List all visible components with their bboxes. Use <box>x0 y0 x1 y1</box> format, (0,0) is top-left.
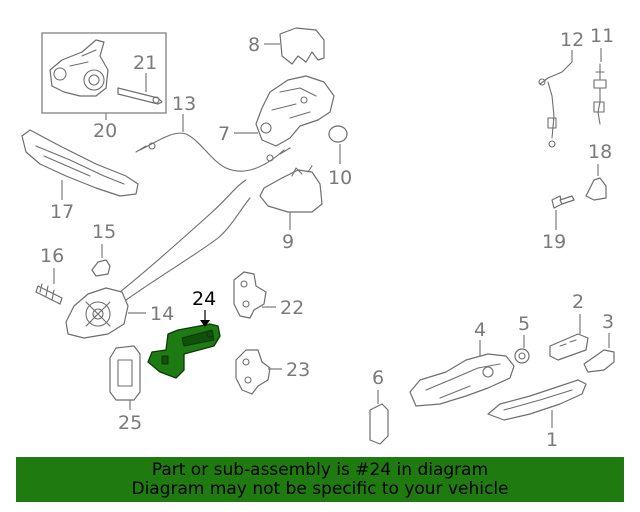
callout-13: 13 <box>172 93 196 115</box>
part-13-cable <box>139 132 285 172</box>
part-18 <box>585 177 607 201</box>
part-8 <box>279 27 325 65</box>
callout-3: 3 <box>602 311 614 333</box>
callout-4: 4 <box>474 319 486 341</box>
banner-line-2: Diagram may not be specific to your vehi… <box>131 479 509 499</box>
callout-11: 11 <box>590 25 614 47</box>
callout-25: 25 <box>118 412 142 434</box>
part-20-assembly-box <box>41 32 167 114</box>
part-1-outer-handle <box>487 379 587 421</box>
part-5-grommet <box>514 348 530 364</box>
callout-23: 23 <box>286 359 310 381</box>
part-6-bracket <box>369 403 389 445</box>
part-7-door-latch <box>255 75 335 147</box>
part-23-hinge <box>235 349 271 395</box>
callout-7: 7 <box>218 123 230 145</box>
parts-diagram: 21 20 8 7 10 13 9 17 15 16 <box>21 25 615 451</box>
part-22-hinge <box>233 271 267 319</box>
part-24-door-check <box>147 323 221 379</box>
notice-banner: Part or sub-assembly is #24 in diagram D… <box>16 457 624 502</box>
callout-6: 6 <box>372 367 384 389</box>
part-19-bolt <box>551 195 575 209</box>
part-14-actuator <box>65 287 129 339</box>
callout-1: 1 <box>546 429 558 451</box>
callout-19: 19 <box>542 231 566 253</box>
part-12-rod <box>538 61 573 148</box>
callout-21: 21 <box>133 52 157 74</box>
banner-line-1: Part or sub-assembly is #24 in diagram <box>151 460 489 480</box>
callout-9: 9 <box>282 231 294 253</box>
callout-16: 16 <box>40 245 64 267</box>
part-14-cables <box>119 179 247 293</box>
callout-20: 20 <box>93 120 117 142</box>
part-9-cover <box>259 169 323 213</box>
callout-12: 12 <box>560 29 584 51</box>
callout-10: 10 <box>328 167 352 189</box>
callout-18: 18 <box>588 141 612 163</box>
callout-8: 8 <box>248 34 260 56</box>
part-25 <box>109 345 141 401</box>
part-17-inner-handle <box>21 129 139 197</box>
callout-17: 17 <box>50 201 74 223</box>
part-15 <box>91 259 111 277</box>
callout-14: 14 <box>150 303 174 325</box>
callout-15: 15 <box>92 221 116 243</box>
part-16-bolt <box>35 283 63 305</box>
callout-24: 24 <box>192 288 216 310</box>
part-3-cover <box>583 349 615 373</box>
callout-5: 5 <box>518 313 530 335</box>
part-2-cap <box>549 333 589 361</box>
part-4-handle-frame <box>409 353 515 407</box>
part-10-plug <box>328 125 348 143</box>
callout-22: 22 <box>280 297 304 319</box>
callout-2: 2 <box>572 291 584 313</box>
part-11-rod <box>593 63 607 125</box>
